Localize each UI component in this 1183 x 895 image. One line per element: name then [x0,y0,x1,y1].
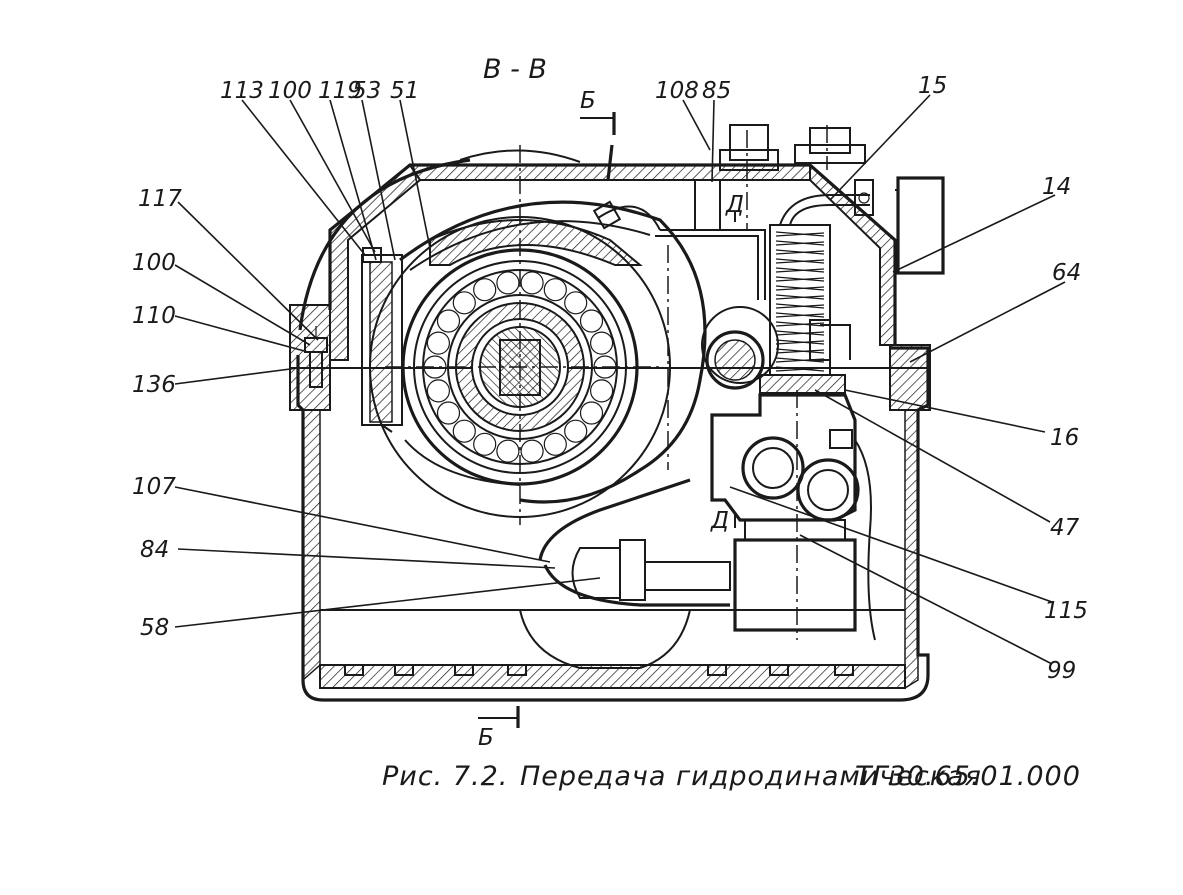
bearing-roller [520,271,544,295]
spring-coil [775,267,825,273]
caption-fig-number: Рис. 7.2. [382,761,508,792]
bearing-roller [589,379,614,403]
caption-title: Передача гидродинамическая [520,761,982,792]
intermediate-gear [701,306,779,390]
bearing-roller [543,278,567,302]
bearing-roller [452,419,476,443]
spring-coil [775,231,825,237]
view-marker-bottom: Д [710,508,736,534]
callout-100-left: 100 [132,250,176,276]
bearing-roller [426,379,450,403]
spring-coil [775,312,825,318]
spring-coil [775,321,825,327]
spring-coil [775,240,825,246]
callout-16: 16 [1050,425,1079,451]
callout-115: 115 [1044,598,1088,624]
cut-mark-bottom-label: Б [478,725,494,751]
callout-58: 58 [140,615,169,641]
spring-coil [775,294,825,300]
callout-99: 99 [1047,658,1076,684]
spring-coil [775,330,825,336]
bearing-roller [473,278,497,302]
guide-pin [361,247,403,433]
spring-coil [775,348,825,354]
callout-119: 119 [318,78,362,104]
cut-marker-bottom: Б [478,706,520,751]
callout-110: 110 [132,303,176,329]
bearing-roller [496,271,520,295]
callout-136: 136 [132,372,176,398]
bearing-roller [452,291,476,315]
callout-108: 108 [655,78,699,104]
spring-coil [775,258,825,264]
spring-coil [775,249,825,255]
figure-caption: Рис. 7.2. Передача гидродинамическая ТГ3… [382,761,1081,792]
bearing-roller [564,291,588,315]
cut-mark-top-label: Б [580,88,596,114]
callout-64: 64 [1052,260,1081,286]
center-lines [385,125,828,640]
spring-coil [775,285,825,291]
leader-lines [174,94,1066,665]
spring-coil [775,366,825,372]
bearing-roller [579,401,604,425]
callout-47: 47 [1050,515,1080,541]
suction-pipe [519,478,857,669]
callout-113: 113 [220,78,264,104]
callout-84: 84 [140,537,169,563]
view-mark-top-label: Д [725,192,744,218]
main-shaft-assembly [369,200,707,518]
spring-coil [775,276,825,282]
callout-15: 15 [918,73,947,99]
spring-coil [775,339,825,345]
callout-51: 51 [390,78,419,104]
callout-100: 100 [268,78,312,104]
cut-marker-top: Б [580,88,616,181]
bearing-roller [579,309,604,333]
callout-labels: 113 100 119 53 51 108 85 15 117 14 100 6… [132,73,1088,684]
callout-14: 14 [1042,174,1071,200]
bearing-roller [564,419,588,443]
view-mark-bottom-label: Д [710,508,729,534]
bearing-roller [496,439,520,463]
housing [289,149,931,702]
bearing-roller [473,432,497,456]
bearing-roller [436,309,461,333]
section-title: В - В [483,54,547,85]
valve-spring-assembly [592,124,945,394]
view-marker-top: Д [725,192,744,222]
bearing-roller [520,439,544,463]
bearing-roller [436,401,461,425]
callout-107: 107 [132,474,176,500]
callout-117: 117 [138,186,182,212]
spring-coil [775,303,825,309]
bearing-roller [589,331,614,355]
bearing-roller [426,331,450,355]
bearing-roller [543,432,567,456]
callout-85: 85 [702,78,731,104]
caption-code: ТГ30.65.01.000 [855,761,1081,792]
callout-53: 53 [352,78,381,104]
